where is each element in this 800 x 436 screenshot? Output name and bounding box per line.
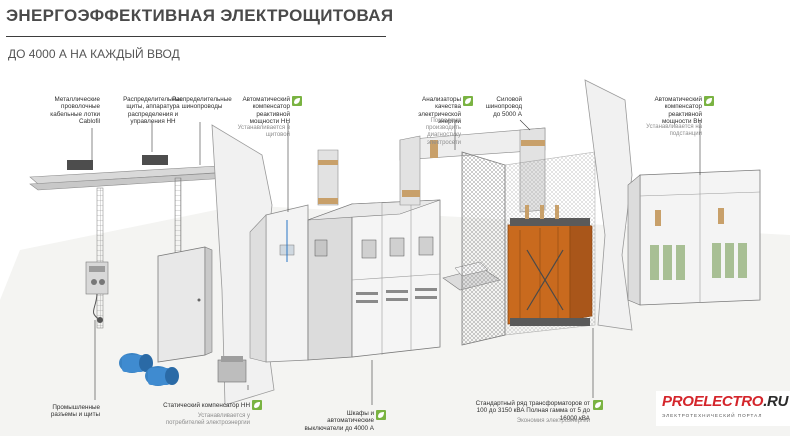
page-subtitle: ДО 4000 А НА КАЖДЫЙ ВВОД: [8, 47, 180, 61]
note-compensator-auto-hv: Устанавливается на подстанции: [646, 124, 702, 138]
label-cable-trays: Металлические проволочные кабельные лотк…: [50, 96, 100, 126]
label-industrial-sockets: Промышленные разъемы и щиты: [50, 404, 100, 419]
leaf-icon: [593, 400, 603, 410]
leader-lines: [91, 119, 701, 405]
label-compensator-static: Статический компенсатор НН: [163, 402, 250, 409]
electric-motors: [119, 353, 179, 386]
note-compensator-static: Устанавливается у потребителей электроэн…: [165, 413, 250, 427]
proelectro-logo[interactable]: PROELECTRO.RU ЭЛЕКТРОТЕХНИЧЕСКИЙ ПОРТАЛ: [656, 391, 794, 426]
label-analyzers: Анализаторы качества электрической энерг…: [418, 96, 461, 126]
static-compensator: [217, 356, 247, 383]
distribution-board: [157, 246, 213, 363]
industrial-socket-box: [85, 261, 109, 323]
leaf-icon: [704, 96, 714, 106]
compensator-cabinet-hv: [627, 169, 761, 306]
leaf-icon: [292, 96, 302, 106]
label-busway-power: Силовой шинопровод до 5000 А: [485, 96, 522, 118]
leaf-icon: [463, 96, 473, 106]
compensator-cabinet-lv: [249, 204, 309, 363]
note-analyzers: Позволяют производить диагностику электр…: [425, 118, 461, 146]
label-transformers: Стандартный ряд трансформаторов от 100 д…: [475, 400, 590, 422]
label-distribution-boards: Распределительные щиты, аппаратура распр…: [123, 96, 183, 126]
title-divider: [6, 36, 386, 37]
logo-tagline: ЭЛЕКТРОТЕХНИЧЕСКИЙ ПОРТАЛ: [662, 413, 763, 418]
leaf-icon: [252, 400, 262, 410]
leaf-icon: [376, 410, 386, 420]
label-busway-lv: Распределительные шинопроводы: [172, 96, 232, 111]
label-compensator-auto-hv: Автоматический компенсатор реактивной мо…: [654, 96, 702, 126]
transformer: [507, 205, 593, 326]
partition-wall-right: [584, 79, 633, 331]
page-title: ЭНЕРГОЭФФЕКТИВНАЯ ЭЛЕКТРОЩИТОВАЯ: [6, 6, 394, 25]
logo-wordmark: PROELECTRO.RU: [662, 393, 789, 410]
label-compensator-auto-lv: Автоматический компенсатор реактивной мо…: [242, 96, 290, 126]
label-switch-cabinets: Шкафы и автоматические выключатели до 40…: [304, 410, 374, 432]
note-transformers: Экономия электроэнергии: [516, 418, 590, 424]
switchgear-cabinets: [307, 199, 441, 361]
note-compensator-auto-lv: Устанавливается в щитовой: [237, 125, 290, 139]
